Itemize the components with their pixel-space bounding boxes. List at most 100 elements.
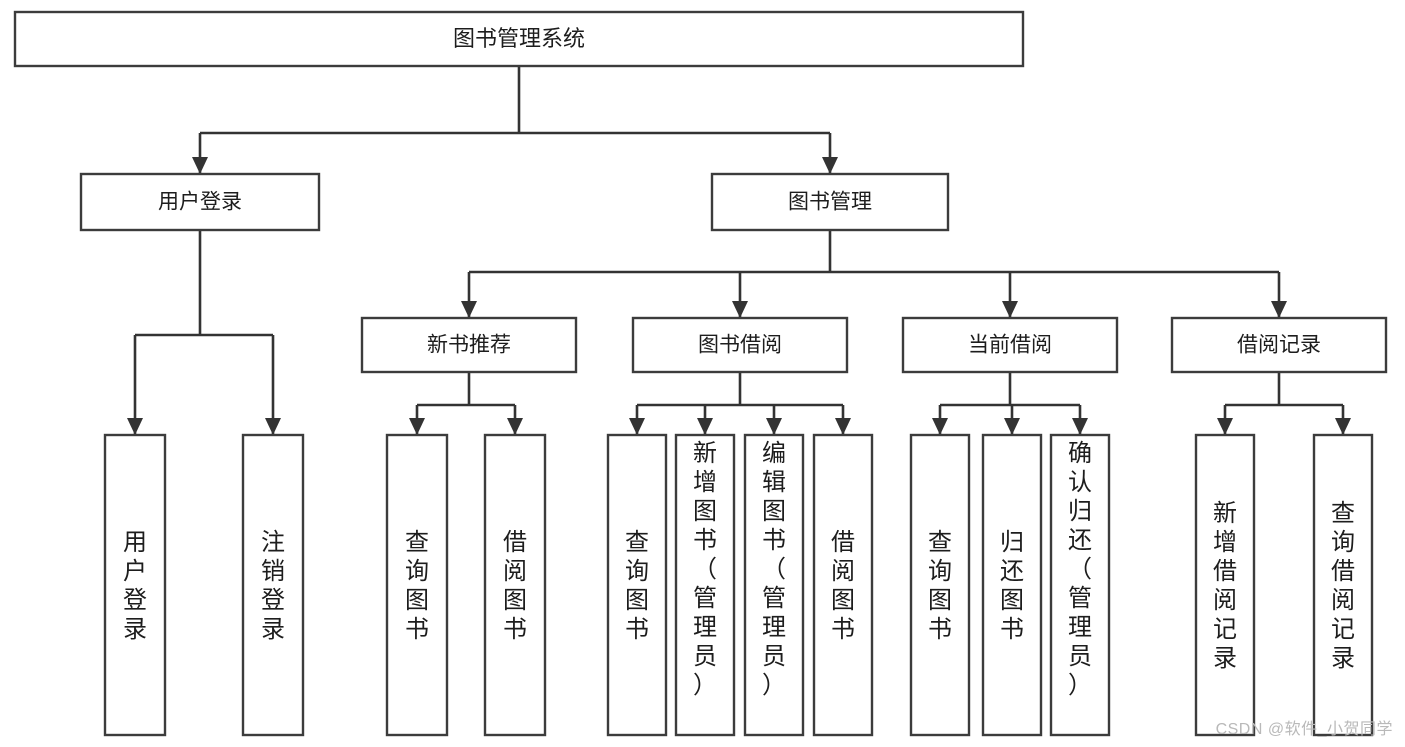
node-leaf-borrow-book-label-glyph: 图 xyxy=(831,587,855,614)
node-user-login-label: 用户登录 xyxy=(158,191,242,214)
node-leaf-user-login-rect xyxy=(103,433,167,737)
node-leaf-confirm-return-rect xyxy=(1049,433,1111,737)
node-leaf-edit-book-label-glyph: （ xyxy=(762,556,786,583)
node-book-borrow-label: 图书借阅 xyxy=(698,334,782,357)
node-leaf-logout-rect xyxy=(241,433,305,737)
arrow-head-icon xyxy=(697,418,713,435)
node-leaf-query-book-cur-label-glyph: 书 xyxy=(928,616,952,643)
node-leaf-query-book-borrow-label-glyph: 书 xyxy=(625,616,649,643)
node-leaf-query-record-label-glyph: 记 xyxy=(1331,616,1355,643)
arrow-head-icon xyxy=(507,418,523,435)
node-leaf-query-book-borrow-label-glyph: 图 xyxy=(625,587,649,614)
node-new-book-recommend[interactable]: 新书推荐 xyxy=(360,316,578,374)
node-leaf-borrow-book-rec-label-glyph: 阅 xyxy=(503,558,527,585)
node-leaf-logout-label-glyph: 录 xyxy=(261,616,285,643)
node-book-borrow[interactable]: 图书借阅 xyxy=(631,316,849,374)
node-leaf-edit-book-rect xyxy=(743,433,805,737)
node-leaf-user-login-label-glyph: 录 xyxy=(123,616,147,643)
node-leaf-query-book-rec-rect xyxy=(385,433,449,737)
node-leaf-confirm-return-label-glyph: （ xyxy=(1068,556,1092,583)
arrow-head-icon xyxy=(1002,301,1018,318)
node-leaf-borrow-book-rect xyxy=(812,433,874,737)
node-leaf-add-book-label-glyph: 新 xyxy=(693,440,717,467)
node-leaf-query-book-cur-label-glyph: 图 xyxy=(928,587,952,614)
arrow-head-icon xyxy=(409,418,425,435)
node-leaf-user-login-label-glyph: 用 xyxy=(123,529,147,556)
arrow-head-icon xyxy=(932,418,948,435)
node-new-book-recommend-label: 新书推荐 xyxy=(427,334,511,357)
node-leaf-query-book-rec-label-glyph: 查 xyxy=(405,529,429,556)
node-book-manage[interactable]: 图书管理 xyxy=(710,172,950,232)
node-leaf-add-record-label-glyph: 借 xyxy=(1213,558,1237,585)
node-leaf-query-book-cur-rect xyxy=(909,433,971,737)
node-leaf-edit-book-label-glyph: 编 xyxy=(762,440,786,467)
arrow-head-icon xyxy=(835,418,851,435)
node-leaf-edit-book-label-glyph: 理 xyxy=(762,614,786,641)
node-user-login[interactable]: 用户登录 xyxy=(79,172,321,232)
node-leaf-confirm-return-label-glyph: 管 xyxy=(1068,585,1092,612)
node-leaf-add-record-label-glyph: 记 xyxy=(1213,616,1237,643)
node-leaf-query-book-borrow-rect xyxy=(606,433,668,737)
arrow-head-icon xyxy=(766,418,782,435)
node-leaf-query-book-cur-label-glyph: 查 xyxy=(928,529,952,556)
node-leaf-user-login[interactable]: 用户登录 xyxy=(103,433,167,737)
watermark-text: CSDN @软件_小贺同学 xyxy=(1215,721,1393,738)
node-leaf-add-record-label-glyph: 新 xyxy=(1213,500,1237,527)
node-leaf-add-book-label-glyph: 图 xyxy=(693,498,717,525)
node-user-login-rect xyxy=(79,172,321,232)
node-leaf-add-book-label-glyph: 增 xyxy=(693,469,717,496)
node-leaf-add-record-rect xyxy=(1194,433,1256,737)
node-leaf-return-book-label-glyph: 还 xyxy=(1000,558,1024,585)
node-leaf-return-book-label-glyph: 图 xyxy=(1000,587,1024,614)
node-root[interactable]: 图书管理系统 xyxy=(13,10,1025,68)
arrow-head-icon xyxy=(192,157,208,174)
node-leaf-query-book-borrow-label-glyph: 询 xyxy=(625,558,649,585)
node-new-book-recommend-rect xyxy=(360,316,578,374)
node-leaf-borrow-book-label-glyph: 书 xyxy=(831,616,855,643)
node-borrow-record[interactable]: 借阅记录 xyxy=(1170,316,1388,374)
node-leaf-query-record-label-glyph: 录 xyxy=(1331,645,1355,672)
node-leaf-add-record-label-glyph: 录 xyxy=(1213,645,1237,672)
node-book-borrow-rect xyxy=(631,316,849,374)
node-current-borrow[interactable]: 当前借阅 xyxy=(901,316,1119,374)
node-leaf-edit-book-label-glyph: 员 xyxy=(762,643,786,670)
node-current-borrow-rect xyxy=(901,316,1119,374)
node-leaf-edit-book-label-glyph: 书 xyxy=(762,527,786,554)
node-leaf-query-record-rect xyxy=(1312,433,1374,737)
arrow-head-icon xyxy=(1271,301,1287,318)
arrow-head-icon xyxy=(1072,418,1088,435)
node-leaf-add-book-rect xyxy=(674,433,736,737)
node-book-manage-label: 图书管理 xyxy=(788,191,872,214)
node-leaf-add-book-label-glyph: 管 xyxy=(693,585,717,612)
node-leaf-edit-book-label-glyph: ） xyxy=(762,672,786,699)
node-leaf-borrow-book-rec-label-glyph: 书 xyxy=(503,616,527,643)
node-root-label: 图书管理系统 xyxy=(453,26,585,51)
node-root-rect xyxy=(13,10,1025,68)
node-current-borrow-label: 当前借阅 xyxy=(968,334,1052,357)
node-leaf-query-book-cur-label-glyph: 询 xyxy=(928,558,952,585)
node-borrow-record-rect xyxy=(1170,316,1388,374)
node-leaf-logout-label-glyph: 注 xyxy=(261,529,285,556)
node-leaf-user-login-label-glyph: 户 xyxy=(123,558,147,585)
node-leaf-query-record-label-glyph: 阅 xyxy=(1331,587,1355,614)
arrow-head-icon xyxy=(1004,418,1020,435)
arrow-head-icon xyxy=(265,418,281,435)
node-leaf-return-book-label-glyph: 归 xyxy=(1000,529,1024,556)
node-leaf-add-book-label-glyph: 理 xyxy=(693,614,717,641)
node-leaf-edit-book-label-glyph: 图 xyxy=(762,498,786,525)
arrow-head-icon xyxy=(1217,418,1233,435)
